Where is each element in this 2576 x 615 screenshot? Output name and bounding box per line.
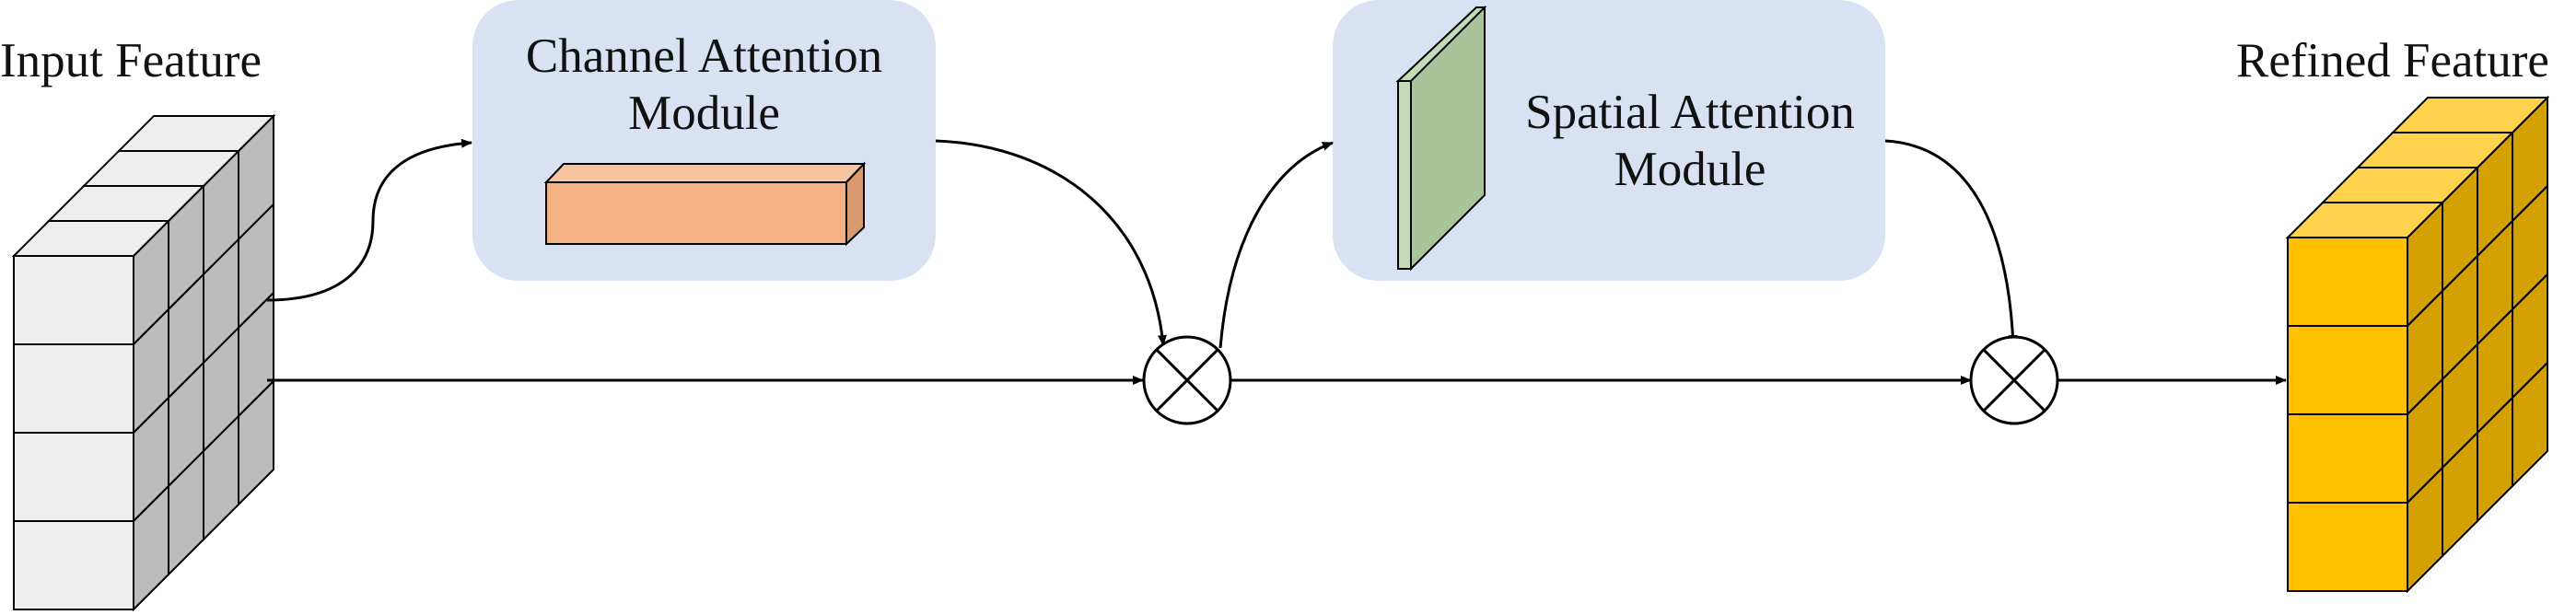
channel-to-multiply-1-arrow bbox=[935, 139, 1167, 346]
cube-top-cell bbox=[116, 115, 276, 152]
cube-front-cell bbox=[13, 520, 134, 610]
cube-front-cell bbox=[2287, 502, 2408, 592]
cube-side-cell bbox=[238, 378, 274, 507]
cube-front-cell bbox=[13, 343, 134, 434]
spatial-attention-module-label: Spatial Attention Module bbox=[1501, 84, 1879, 198]
spatial-module-label-line-2: Module bbox=[1614, 143, 1766, 196]
multiply-1-to-spatial-arrow bbox=[1218, 141, 1334, 349]
cube-front-cell bbox=[13, 255, 134, 345]
refined-feature-label: Refined Feature bbox=[2236, 34, 2549, 87]
input-feature-label: Input Feature bbox=[0, 34, 262, 87]
cube-front-cell bbox=[2287, 237, 2408, 327]
spatial-module-label-line-1: Spatial Attention bbox=[1525, 86, 1855, 139]
circled-times-icon bbox=[1969, 335, 2059, 425]
circled-times-icon bbox=[1142, 335, 1232, 425]
channel-attention-block bbox=[543, 161, 867, 247]
input-feature-cube bbox=[11, 113, 276, 612]
refined-feature-cube bbox=[2285, 95, 2550, 594]
spatial-attention-plane bbox=[1395, 5, 1487, 272]
input-to-channel-arrow bbox=[266, 138, 472, 302]
cube-front-cell bbox=[13, 432, 134, 522]
cube-top-cell bbox=[2390, 97, 2550, 133]
spatial-to-multiply-2-arrow bbox=[1884, 139, 2018, 346]
cube-front-cell bbox=[2287, 325, 2408, 415]
cube-front-cell bbox=[2287, 413, 2408, 504]
cube-side-cell bbox=[2512, 360, 2548, 489]
channel-module-label-line-2: Module bbox=[628, 87, 780, 140]
channel-module-label-line-1: Channel Attention bbox=[525, 29, 883, 83]
channel-attention-module-label: Channel Attention Module bbox=[472, 28, 936, 142]
